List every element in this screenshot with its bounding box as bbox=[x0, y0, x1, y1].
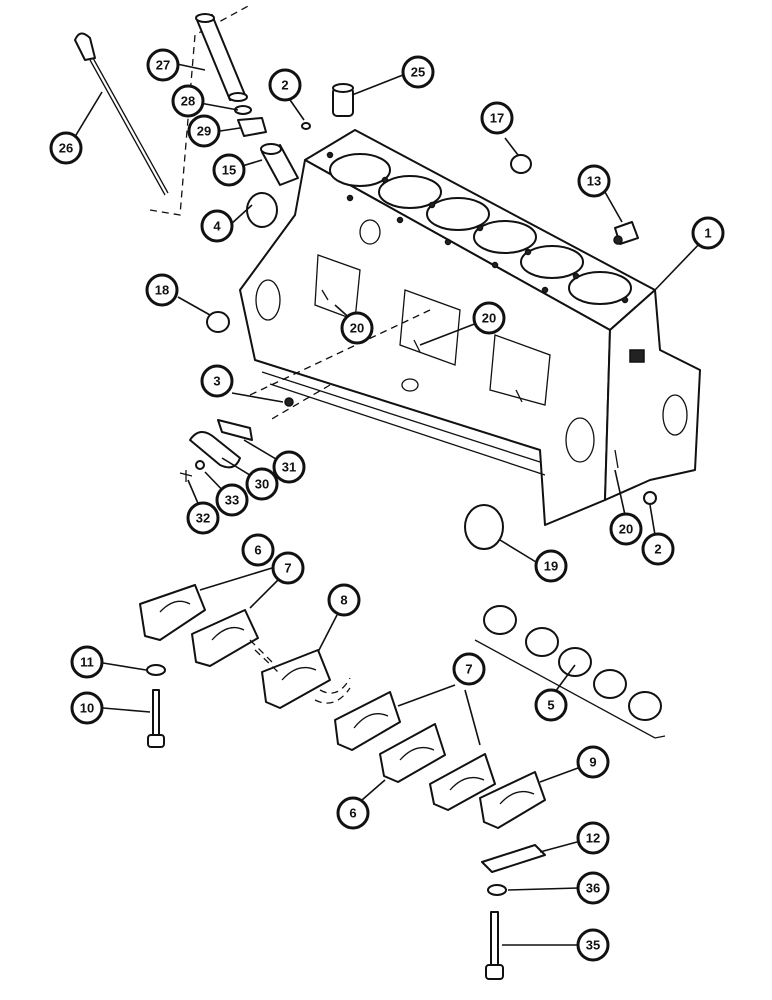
callout-18: 18 bbox=[145, 273, 179, 307]
expansion-plug-18 bbox=[206, 311, 230, 333]
callout-13-label: 13 bbox=[587, 174, 601, 189]
callout-2-lower-label: 2 bbox=[654, 542, 661, 557]
callout-5: 5 bbox=[534, 688, 568, 722]
callout-20-center-label: 20 bbox=[482, 311, 496, 326]
callout-26: 26 bbox=[49, 131, 83, 165]
callout-4: 4 bbox=[200, 209, 234, 243]
callout-30: 30 bbox=[245, 467, 279, 501]
callout-12: 12 bbox=[576, 821, 610, 855]
callout-7-lower: 7 bbox=[452, 652, 486, 686]
callout-18-label: 18 bbox=[155, 283, 169, 298]
screw-32 bbox=[179, 470, 193, 482]
cam-bearings bbox=[483, 605, 662, 721]
callout-26-label: 26 bbox=[59, 141, 73, 156]
callout-2-lower: 2 bbox=[641, 532, 675, 566]
callout-27: 27 bbox=[146, 48, 180, 82]
callout-28: 28 bbox=[171, 84, 205, 118]
callout-15-label: 15 bbox=[222, 163, 236, 178]
callout-20-left-label: 20 bbox=[350, 321, 364, 336]
callout-20-left: 20 bbox=[340, 311, 374, 345]
callout-9-label: 9 bbox=[589, 755, 596, 770]
callout-8: 8 bbox=[327, 583, 361, 617]
callout-19: 19 bbox=[534, 549, 568, 583]
gasket-30 bbox=[189, 431, 241, 469]
callout-17: 17 bbox=[480, 101, 514, 135]
callout-1-label: 1 bbox=[704, 226, 711, 241]
callout-3: 3 bbox=[200, 364, 234, 398]
washer-33 bbox=[195, 460, 205, 470]
plug-3 bbox=[284, 397, 294, 407]
callout-5-label: 5 bbox=[547, 698, 554, 713]
plate-12 bbox=[481, 844, 546, 873]
engine-block bbox=[239, 129, 701, 526]
callout-7-upper-label: 7 bbox=[284, 561, 291, 576]
callout-29-label: 29 bbox=[197, 124, 211, 139]
callout-36: 36 bbox=[576, 871, 610, 905]
callout-25: 25 bbox=[401, 55, 435, 89]
callout-27-label: 27 bbox=[156, 58, 170, 73]
expansion-plug-19 bbox=[464, 504, 504, 550]
callout-28-label: 28 bbox=[181, 94, 195, 109]
callout-8-label: 8 bbox=[340, 593, 347, 608]
callout-3-label: 3 bbox=[213, 374, 220, 389]
callout-10: 10 bbox=[70, 691, 104, 725]
callout-6-upper-label: 6 bbox=[254, 543, 261, 558]
callout-32-label: 32 bbox=[196, 511, 210, 526]
callout-33-label: 33 bbox=[225, 493, 239, 508]
callout-9: 9 bbox=[576, 745, 610, 779]
bolt-10 bbox=[147, 689, 165, 748]
callout-10-label: 10 bbox=[80, 701, 94, 716]
bracket-line-5 bbox=[474, 639, 666, 739]
callout-6-lower: 6 bbox=[336, 796, 370, 830]
callout-35-label: 35 bbox=[586, 938, 600, 953]
callout-30-label: 30 bbox=[255, 477, 269, 492]
callout-33: 33 bbox=[215, 483, 249, 517]
plug-small bbox=[301, 122, 311, 130]
sensor-13 bbox=[613, 221, 639, 245]
callout-2-top: 2 bbox=[268, 68, 302, 102]
cup-plug-25 bbox=[332, 83, 354, 117]
callout-15: 15 bbox=[212, 153, 246, 187]
tube-clamp bbox=[237, 117, 267, 137]
washer-11 bbox=[146, 664, 166, 676]
callout-7-lower-label: 7 bbox=[465, 662, 472, 677]
callout-35: 35 bbox=[576, 928, 610, 962]
callout-11-label: 11 bbox=[80, 655, 94, 670]
plug-2-lower bbox=[643, 491, 657, 505]
callout-11: 11 bbox=[70, 645, 104, 679]
callout-4-label: 4 bbox=[213, 219, 221, 234]
dipstick-tube bbox=[195, 13, 248, 102]
callout-12-label: 12 bbox=[586, 831, 600, 846]
callout-20-center: 20 bbox=[472, 301, 506, 335]
callout-7-upper: 7 bbox=[271, 551, 305, 585]
washer-36 bbox=[487, 884, 507, 896]
callout-6-upper: 6 bbox=[241, 533, 275, 567]
callout-20-right-label: 20 bbox=[619, 522, 633, 537]
callout-13: 13 bbox=[577, 164, 611, 198]
cover-31 bbox=[217, 419, 253, 441]
callout-6-lower-label: 6 bbox=[349, 806, 356, 821]
callout-20-right: 20 bbox=[609, 512, 643, 546]
callout-2-top-label: 2 bbox=[281, 78, 288, 93]
callout-32: 32 bbox=[186, 501, 220, 535]
callout-1: 1 bbox=[691, 216, 725, 250]
callout-31-label: 31 bbox=[282, 460, 296, 475]
callout-29: 29 bbox=[187, 114, 221, 148]
bolt-35 bbox=[485, 911, 504, 980]
expansion-plug-4 bbox=[246, 192, 278, 228]
callout-36-label: 36 bbox=[586, 881, 600, 896]
callout-25-label: 25 bbox=[411, 65, 425, 80]
callout-31: 31 bbox=[272, 450, 306, 484]
expansion-plug-17 bbox=[510, 154, 532, 174]
bearing-caps bbox=[139, 584, 546, 829]
tube-adapter bbox=[260, 143, 299, 186]
callout-17-label: 17 bbox=[490, 111, 504, 126]
dipstick bbox=[74, 32, 169, 196]
callout-19-label: 19 bbox=[544, 559, 558, 574]
